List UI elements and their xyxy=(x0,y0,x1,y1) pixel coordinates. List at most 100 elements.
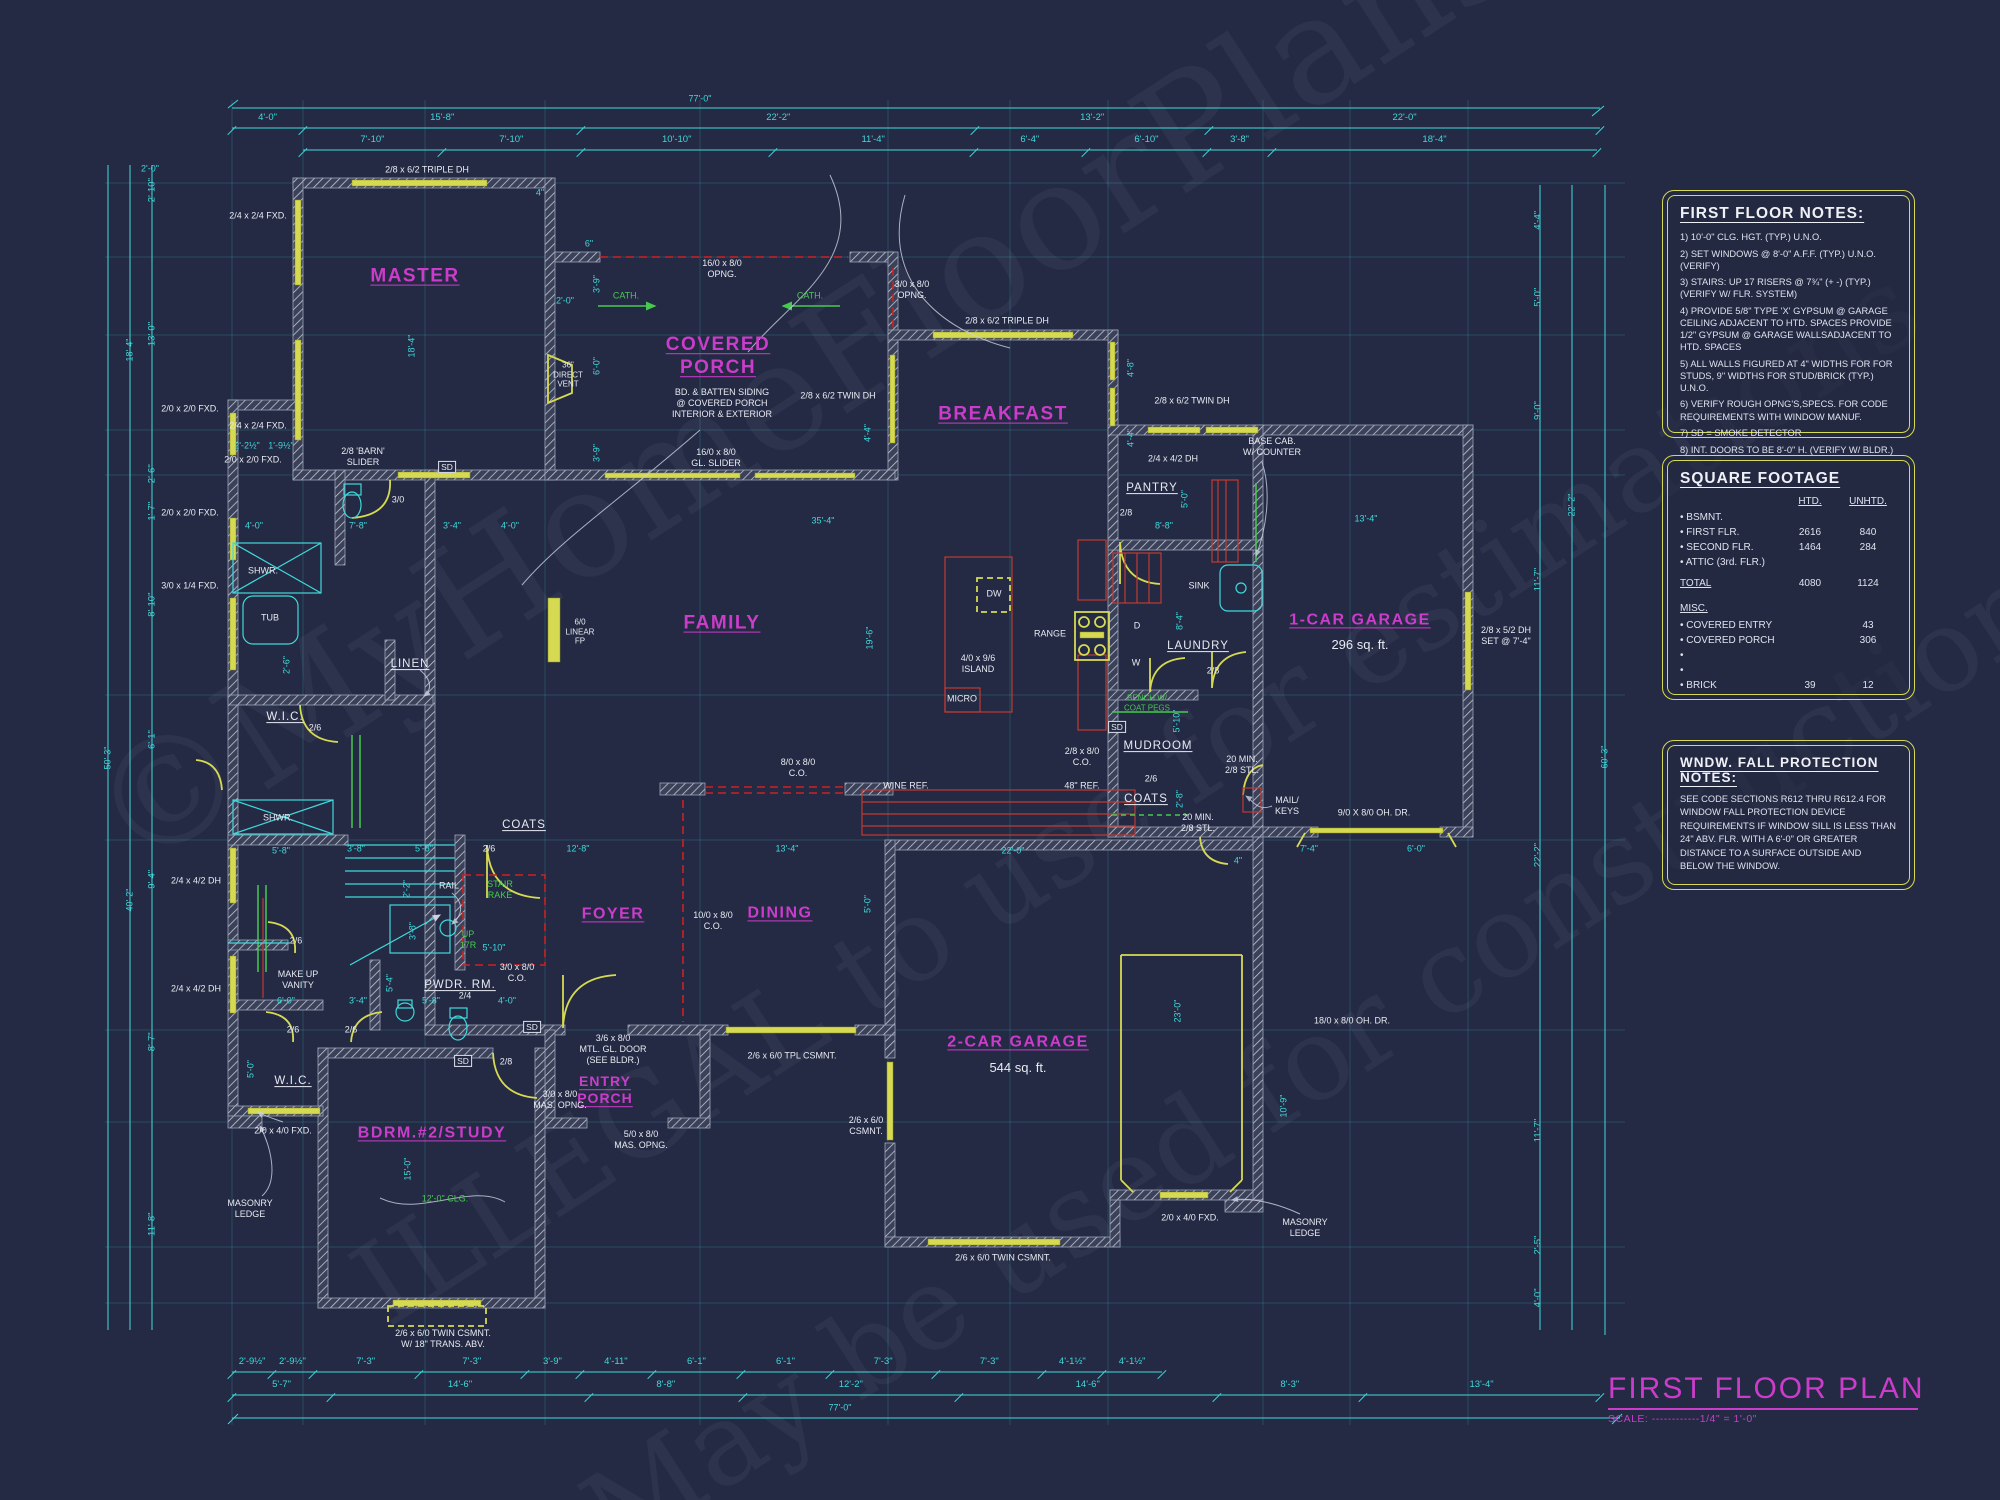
dim-family-height: 19'-6" xyxy=(864,626,875,650)
dim-garage2-height: 23'-0" xyxy=(1172,999,1183,1023)
dim-c4: 3'-9" xyxy=(591,275,602,293)
room-label-master: MASTER xyxy=(370,265,460,287)
dim-vent-offset: 2'-0" xyxy=(556,295,574,306)
dim-c18: 5'-0" xyxy=(862,895,873,913)
spec-oh-dr-18: 18/0 x 8/0 OH. DR. xyxy=(1313,1015,1391,1026)
room-label-foyer: FOYER xyxy=(581,905,645,923)
door-size-pantry: 2/8 xyxy=(1119,507,1133,518)
room-label-1-car-garage: 1-CAR GARAGE xyxy=(1289,611,1431,629)
fixture-label-dryer: D xyxy=(1133,620,1141,631)
sqft-label: • COVERED PORCH xyxy=(1680,635,1775,646)
fixture-label-dw: DW xyxy=(986,588,1002,599)
spec-co-8080: 8/0 x 8/0 C.O. xyxy=(780,757,816,778)
spec-mas-opng-50: 5/0 x 8/0 MAS. OPNG. xyxy=(614,1129,668,1150)
sqft-htd xyxy=(1781,557,1839,568)
dim-laundry-height: 8'-4" xyxy=(1174,612,1185,630)
notes-title: FIRST FLOOR NOTES: xyxy=(1680,205,1865,222)
fixture-label-washer: W xyxy=(1131,657,1141,668)
dim-c5: 6'-0" xyxy=(591,357,602,375)
sqft-htd xyxy=(1781,665,1839,676)
spec-barn-slider: 2/8 'BARN' SLIDER xyxy=(341,446,385,467)
dim-c20: 3'-8" xyxy=(347,843,365,854)
garage2-sqft: 544 sq. ft. xyxy=(989,1060,1047,1076)
sqft-title: SQUARE FOOTAGE xyxy=(1680,470,1841,487)
dim-dining-width: 13'-4" xyxy=(775,843,799,854)
spec-base-cab: BASE CAB. W/ COUNTER xyxy=(1243,436,1301,457)
spec-dh-2442-pantry: 2/4 x 4/2 DH xyxy=(1147,453,1199,464)
note-up-17r: UP 17R xyxy=(459,929,477,950)
sqft-misc-blank-1: • xyxy=(1680,650,1897,661)
door-size-mbath: 3/0 xyxy=(391,494,405,505)
dim-c47: 4" xyxy=(535,187,545,198)
garage1-sqft: 296 sq. ft. xyxy=(1331,637,1389,653)
leader-lines xyxy=(257,174,1301,1215)
sqft-label: • BRICK xyxy=(1680,680,1717,691)
dim-c40: 7'-4" xyxy=(1300,843,1318,854)
dim-c32: 4'-8" xyxy=(1125,359,1136,377)
door-arcs xyxy=(195,479,1264,1099)
note-cath-2: CATH. xyxy=(796,290,824,301)
dim-c13: 2'-2½" xyxy=(234,440,260,451)
dim-c24: 5'-10" xyxy=(482,942,506,953)
door-size-laundry: 2/8 xyxy=(1206,665,1220,676)
dim-left-mid-a: 18'-4" xyxy=(124,338,135,362)
sheet-scale: SCALE: ------------1/4" = 1'-0" xyxy=(1608,1413,1757,1425)
sqft-misc-entry: • COVERED ENTRY 43 xyxy=(1680,620,1897,631)
sqft-htd xyxy=(1781,650,1839,661)
spec-oh-dr-9: 9/0 X 8/0 OH. DR. xyxy=(1337,807,1411,818)
room-label-linen: LINEN xyxy=(390,658,430,671)
spec-direct-vent: 36" DIRECT VENT xyxy=(553,360,583,389)
spec-twin-dh-breakfast: 2/8 x 6/2 TWIN DH xyxy=(1154,395,1230,406)
spec-co-3080: 3/0 x 8/0 C.O. xyxy=(499,962,535,983)
dim-left-overall: 50'-3" xyxy=(102,746,113,770)
spec-fxd-2020-a: 2/0 x 2/0 FXD. xyxy=(161,403,219,414)
spec-tpl-csmnt: 2/6 x 6/0 TPL CSMNT. xyxy=(747,1050,837,1061)
first-floor-notes-box: FIRST FLOOR NOTES: 1) 10'-0" CLG. HGT. (… xyxy=(1662,190,1915,455)
dim-c28: 5'-8" xyxy=(422,995,440,1006)
sqft-unhtd xyxy=(1839,650,1897,661)
sqft-unhtd: 840 xyxy=(1859,527,1877,538)
spec-mtl-gl-door: 3/6 x 8/0 MTL. GL. DOOR (SEE BLDR.) xyxy=(579,1032,647,1065)
spec-csmnt-26: 2/6 x 6/0 CSMNT. xyxy=(848,1115,884,1136)
door-size-coats: 2/6 xyxy=(482,843,496,854)
sqft-row-second: • SECOND FLR. 1464 284 xyxy=(1680,542,1897,553)
sqft-label: • ATTIC (3rd. FLR.) xyxy=(1680,557,1765,568)
wndw-notes-title: WNDW. FALL PROTECTION NOTES: xyxy=(1680,755,1879,785)
fixture-label-48-ref: 48" REF. xyxy=(1064,780,1100,791)
door-size-bdrm2: 2/8 xyxy=(499,1056,513,1067)
sqft-misc-brick: • BRICK 39 12 xyxy=(1680,680,1897,691)
room-label-coats-1: COATS xyxy=(502,819,546,832)
dim-bottom-row1: 2'-9½"2'-9½"7'-3"7'-3"3'-9"4'-11"6'-1"6'… xyxy=(232,1356,1162,1367)
notes-list: 1) 10'-0" CLG. HGT. (TYP.) U.N.O.2) SET … xyxy=(1680,232,1894,455)
dim-c25: 6'-0" xyxy=(277,995,295,1006)
wndw-notes-body: SEE CODE SECTIONS R612 THRU R612.4 FOR W… xyxy=(1680,794,1896,872)
spec-fxd-2020-c: 2/0 x 2/0 FXD. xyxy=(224,454,282,465)
note-bench-coat-pegs: BENCH W/ COAT PEGS xyxy=(1124,693,1170,712)
dim-c9: 7'-8" xyxy=(349,520,367,531)
spec-linear-fp: 6/0 LINEAR FP xyxy=(565,617,595,646)
dim-foyer-width: 12'-8" xyxy=(566,843,590,854)
red-annotations xyxy=(262,256,1262,1022)
sqft-total-row: TOTAL 4080 1124 xyxy=(1680,578,1897,589)
sqft-unhtd: 306 xyxy=(1859,635,1877,646)
door-size-bath-b: 2/6 xyxy=(286,1024,300,1035)
dim-c10: 3'-4" xyxy=(443,520,461,531)
sqft-unhtd xyxy=(1839,665,1897,676)
dim-bottom-row2: 5'-7"14'-6"8'-8"12'-2"14'-6"8'-3"13'-4" xyxy=(232,1379,1600,1390)
smoke-detector-3: SD xyxy=(454,1054,472,1068)
spec-bd-batten: BD. & BATTEN SIDING @ COVERED PORCH INTE… xyxy=(671,386,773,419)
room-label-coats-2: COATS xyxy=(1124,793,1168,806)
dim-c39: 2'-8" xyxy=(1174,790,1185,808)
sqft-misc-blank-2: • xyxy=(1680,665,1897,676)
spec-opng-16: 16/0 x 8/0 OPNG. xyxy=(702,258,742,279)
sqft-header: HTD. UNHTD. xyxy=(1680,496,1897,507)
spec-co-10080: 10/0 x 8/0 C.O. xyxy=(693,910,733,931)
spec-opng-30: 3/0 x 8/0 OPNG. xyxy=(894,279,930,300)
fixture-label-tub: TUB xyxy=(261,612,279,623)
dim-c35: 5'-0" xyxy=(1179,490,1190,508)
sqft-total-htd: 4080 xyxy=(1798,578,1822,589)
sqft-unhtd: 284 xyxy=(1859,542,1877,553)
sqft-htd: 1464 xyxy=(1798,542,1822,553)
title-block: FIRST FLOOR PLAN SCALE: ------------1/4"… xyxy=(1608,1372,1923,1425)
